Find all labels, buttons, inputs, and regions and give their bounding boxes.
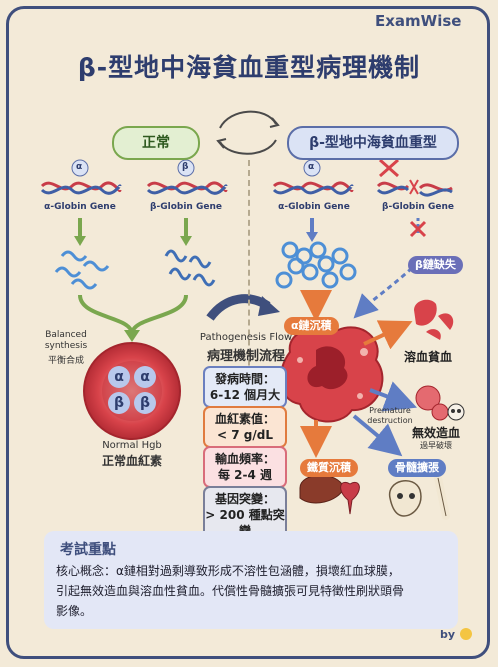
beta-dna-icon-normal: [146, 159, 228, 195]
footer-by: by: [440, 628, 456, 641]
alpha-gene-label-disease: α-Globin Gene: [278, 202, 350, 212]
normal-hgb-zh: 正常血紅素: [101, 454, 162, 468]
exam-line: 核心概念：α鏈相對過剩導致形成不溶性包涵體，損壞紅血球膜，: [56, 564, 400, 578]
info-box-transfusion: 輸血頻率： 每 2-4 週: [203, 446, 287, 488]
beta-symbol: β: [182, 162, 189, 172]
liver-icon: [299, 474, 345, 504]
beta-chains-icon: [164, 249, 216, 287]
info-box-label: 發病時間：: [214, 372, 275, 386]
missing-beta-arrow-icon: [353, 266, 414, 319]
normal-hgb-en: Normal Hgb: [102, 440, 162, 451]
normal-header: 正常: [112, 126, 200, 160]
skull-bone-icon: [389, 480, 422, 517]
alpha-symbol-disease: α: [308, 162, 315, 172]
hgb-subunit: α: [134, 366, 156, 388]
flower-logo-icon: [460, 628, 472, 640]
beta-gene-label-disease: β-Globin Gene: [382, 202, 454, 212]
alpha-symbol: α: [76, 162, 83, 172]
cycle-arrows-icon: [216, 110, 280, 155]
alpha-gene-label: α-Globin Gene: [44, 202, 116, 212]
hgb-subunit: α: [108, 366, 130, 388]
info-box-value: 每 2-4 週: [217, 468, 273, 482]
info-box-label: 輸血頻率：: [214, 452, 275, 466]
info-box-value: 6-12 個月大: [209, 388, 281, 402]
info-box-value: < 7 g/dL: [217, 428, 273, 442]
marrow-expansion-tag: 骨髓擴張: [388, 459, 446, 477]
hgb-subunit: β: [108, 392, 130, 414]
exam-key-points-box: [44, 531, 458, 629]
flow-title-en: Pathogenesis Flow: [199, 332, 293, 343]
disease-header: β-型地中海貧血重型: [287, 126, 459, 160]
hemolysis-fragments-icon: [414, 299, 454, 340]
heart-icon: [340, 482, 360, 515]
brand-logo: ExamWise: [375, 12, 462, 30]
beta-dna-broken-icon: [376, 158, 453, 197]
converge-arrow-icon: [78, 294, 188, 335]
balanced-synthesis-en: Balanced synthesis: [44, 330, 88, 351]
skull-icon: [447, 403, 465, 421]
alpha-dna-icon-disease: [272, 159, 354, 195]
alpha-chains-icon: [54, 250, 110, 290]
flow-title-zh: 病理機制流程: [206, 349, 285, 364]
ineffective-cells-icon: [415, 385, 449, 421]
beta-gene-label: β-Globin Gene: [150, 202, 222, 212]
ineffective-sub-label: 過早破壞: [420, 441, 452, 450]
premature-label: Premature destruction: [367, 406, 413, 425]
center-divider: [248, 160, 250, 525]
info-box-label: 血紅素值：: [214, 412, 275, 426]
exam-line: 影像。: [56, 604, 93, 618]
alpha-precip-tag: α鏈沉積: [284, 317, 339, 335]
page-title: β-型地中海貧血重型病理機制: [77, 53, 421, 82]
alpha-dna-icon-normal: [40, 159, 122, 195]
hemolytic-label: 溶血貧血: [404, 350, 453, 364]
info-box-label: 基因突變：: [214, 492, 275, 506]
balanced-synthesis-zh: 平衡合成: [47, 356, 84, 366]
ineffective-label: 無效造血: [412, 426, 461, 440]
page-frame: [6, 6, 490, 659]
beta-missing-tag: β鏈缺失: [408, 256, 463, 274]
bone-icon: [434, 474, 450, 520]
exam-line: 引起無效造血與溶血性貧血。代償性骨髓擴張可見特徵性刷狀頭骨: [56, 584, 405, 598]
info-box-onset: 發病時間： 6-12 個月大: [203, 366, 287, 408]
iron-overload-tag: 鐵質沉積: [300, 459, 358, 477]
exam-body: 核心概念：α鏈相對過剩導致形成不溶性包涵體，損壞紅血球膜， 引起無效造血與溶血性…: [56, 561, 452, 621]
hemoglobin-tetramer: α α β β: [108, 366, 158, 416]
info-box-hemoglobin: 血紅素值： < 7 g/dL: [203, 406, 287, 448]
exam-title: 考試重點: [60, 542, 116, 558]
hgb-subunit: β: [134, 392, 156, 414]
alpha-chain-excess-icon: [275, 241, 357, 289]
